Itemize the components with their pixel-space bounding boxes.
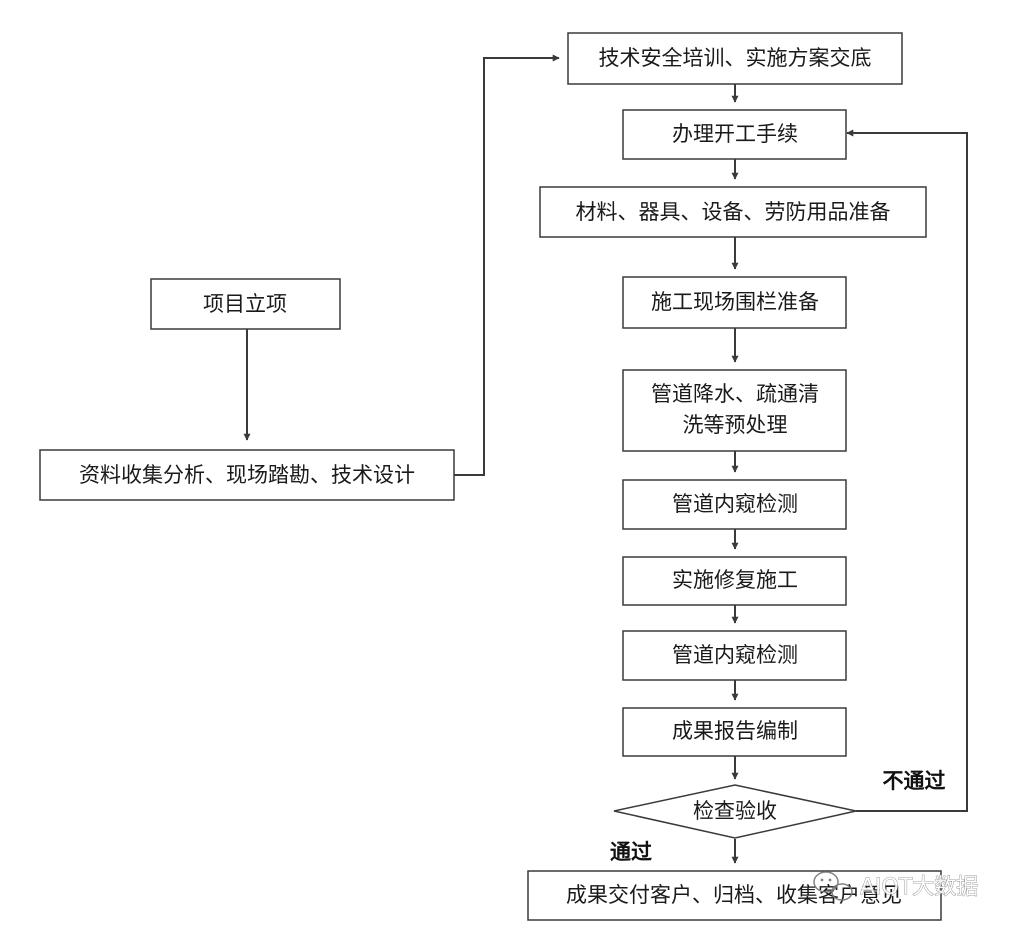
node-project-setup: 项目立项 — [150, 278, 341, 330]
node-delivery-label: 成果交付客户、归档、收集客户意见 — [566, 883, 902, 907]
edge-label-pass: 通过 — [610, 840, 652, 864]
arrow-collection-to-training — [454, 54, 560, 476]
node-inspection-2: 管道内窥检测 — [622, 630, 847, 681]
node-materials-prep: 材料、器具、设备、劳防用品准备 — [539, 186, 927, 238]
node-start-procedures: 办理开工手续 — [622, 109, 847, 160]
watermark: AIOT大数据 — [813, 871, 979, 901]
node-report-label: 成果报告编制 — [672, 719, 798, 743]
node-safety-training-label: 技术安全培训、实施方案交底 — [599, 46, 872, 70]
node-inspection-2-label: 管道内窥检测 — [672, 643, 798, 667]
node-project-setup-label: 项目立项 — [203, 292, 287, 316]
watermark-text: AIOT大数据 — [860, 875, 978, 900]
node-report: 成果报告编制 — [622, 707, 847, 757]
node-pretreatment-label-line2: 洗等预处理 — [683, 413, 788, 437]
node-inspection-1: 管道内窥检测 — [622, 479, 847, 530]
node-inspection-1-label: 管道内窥检测 — [672, 492, 798, 516]
node-pretreatment: 管道降水、疏通清 洗等预处理 — [622, 369, 847, 452]
edge-label-fail: 不通过 — [883, 769, 946, 793]
node-materials-prep-label: 材料、器具、设备、劳防用品准备 — [576, 200, 891, 224]
node-start-procedures-label: 办理开工手续 — [672, 122, 798, 146]
node-data-collection-label: 资料收集分析、现场踏勘、技术设计 — [79, 463, 415, 487]
node-acceptance: 检查验收 — [613, 784, 857, 839]
node-repair: 实施修复施工 — [622, 556, 847, 606]
node-safety-training: 技术安全培训、实施方案交底 — [567, 32, 903, 85]
node-acceptance-label: 检查验收 — [693, 799, 777, 823]
node-fence-prep: 施工现场围栏准备 — [622, 276, 847, 329]
arrow-fail-loop — [846, 129, 968, 812]
node-repair-label: 实施修复施工 — [672, 568, 798, 592]
node-data-collection: 资料收集分析、现场踏勘、技术设计 — [39, 449, 455, 501]
connectors — [243, 54, 968, 864]
node-fence-prep-label: 施工现场围栏准备 — [651, 290, 819, 314]
node-delivery: 成果交付客户、归档、收集客户意见 — [527, 870, 942, 921]
wechat-icon — [813, 871, 853, 901]
node-pretreatment-label-line1: 管道降水、疏通清 — [651, 382, 819, 406]
